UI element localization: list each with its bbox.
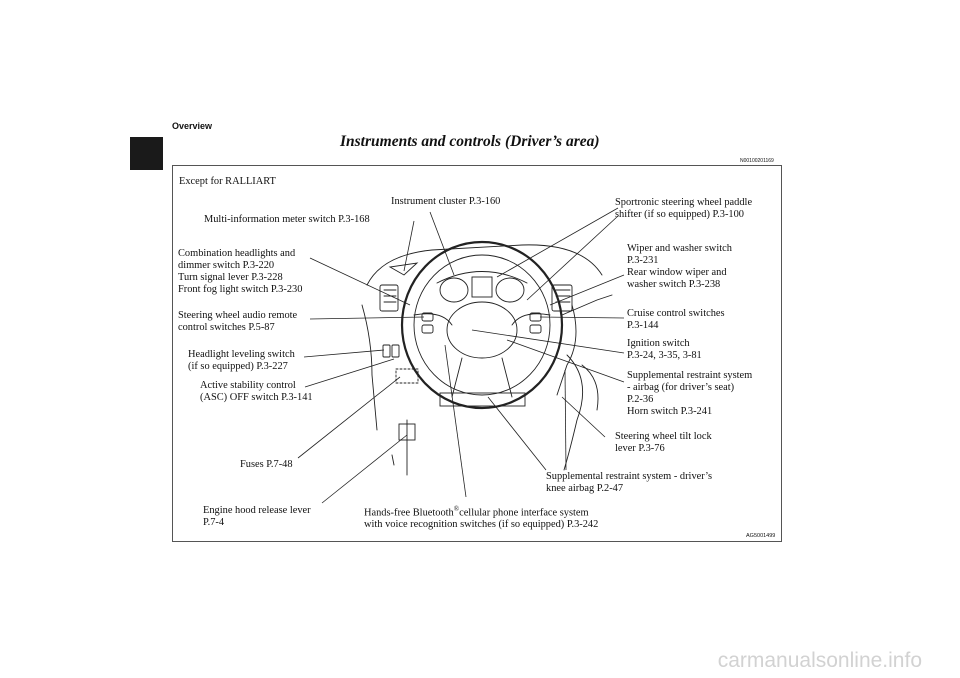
label-wiper-washer-switch: Wiper and washer switch P.3-231 Rear win…	[627, 243, 732, 290]
label-fuses: Fuses P.7-48	[240, 459, 293, 470]
page-title: Instruments and controls (Driver’s area)	[340, 133, 600, 150]
label-multi-information-meter-switch: Multi-information meter switch P.3-168	[204, 214, 370, 225]
section-tab	[130, 137, 163, 170]
dashboard-illustration	[297, 207, 625, 504]
variant-note: Except for RALLIART	[179, 176, 276, 187]
label-ignition-switch: Ignition switch P.3-24, 3-35, 3-81	[627, 338, 702, 361]
label-combination-headlights: Combination headlights and dimmer switch…	[178, 248, 303, 295]
label-engine-hood-release: Engine hood release lever P.7-4	[203, 505, 311, 528]
figure-code: AG5001499	[746, 533, 776, 539]
label-headlight-leveling-switch: Headlight leveling switch (if so equippe…	[188, 349, 295, 372]
figure-frame	[172, 165, 782, 542]
label-sportronic-paddle-shifter: Sportronic steering wheel paddle shifter…	[615, 197, 753, 220]
section-header: Overview	[172, 121, 213, 131]
label-tilt-lock-lever: Steering wheel tilt lock lever P.3-76	[615, 431, 712, 454]
label-knee-airbag: Supplemental restraint system - driver’s…	[546, 471, 713, 494]
label-steering-audio-switches: Steering wheel audio remote control swit…	[178, 310, 298, 333]
watermark: carmanualsonline.info	[717, 649, 922, 672]
page-code: N00100201169	[740, 158, 774, 164]
label-instrument-cluster: Instrument cluster P.3-160	[391, 196, 501, 207]
label-srs-airbag-horn: Supplemental restraint system - airbag (…	[627, 370, 753, 417]
label-asc-off-switch: Active stability control (ASC) OFF switc…	[200, 380, 313, 403]
label-cruise-control-switches: Cruise control switches P.3-144	[627, 308, 725, 331]
label-bluetooth-interface: Hands-free Bluetooth®cellular phone inte…	[364, 505, 599, 531]
